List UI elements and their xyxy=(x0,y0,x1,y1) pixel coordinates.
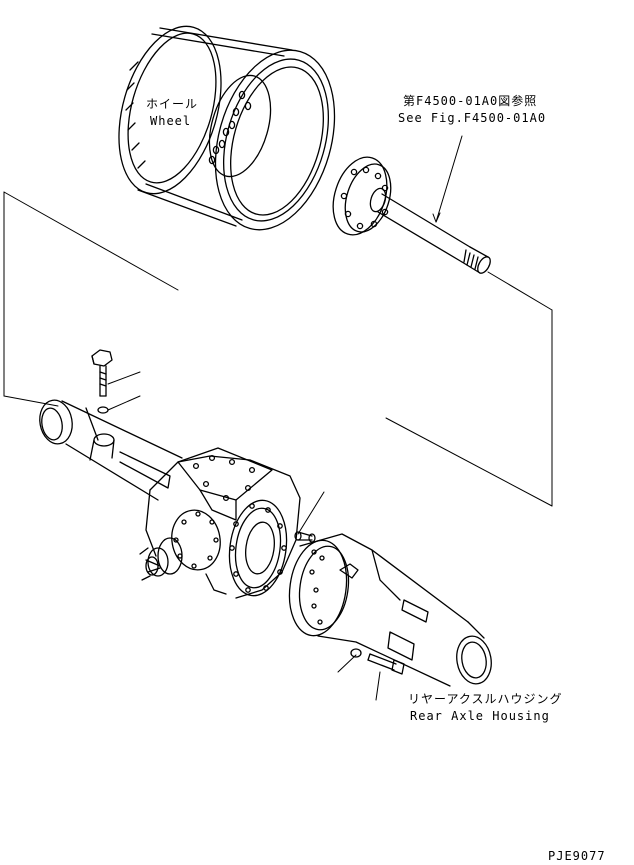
bottom-washer xyxy=(351,649,361,657)
side-flange-bolts xyxy=(174,512,218,568)
left-axle-tube xyxy=(36,398,182,500)
dowel-pin xyxy=(295,532,315,542)
leader-lines xyxy=(108,136,462,700)
housing-bracket xyxy=(402,600,428,622)
flange-bolt-holes xyxy=(341,167,387,228)
drawing-number: PJE9077 xyxy=(548,849,606,863)
housing-pad xyxy=(388,632,414,660)
reference-label-en: See Fig.F4500-01A0 xyxy=(398,111,547,125)
wheel-label-en: Wheel xyxy=(150,114,192,128)
housing-flange-bolts xyxy=(310,550,324,624)
housing-label-jp: リヤーアクスルハウジング xyxy=(408,692,563,706)
bottom-bolt xyxy=(368,654,404,674)
wheel-rim xyxy=(101,14,354,243)
cover-bolts xyxy=(194,456,255,501)
housing-label-en: Rear Axle Housing xyxy=(410,709,550,723)
alignment-plane xyxy=(4,192,552,506)
wheel-label-jp: ホイール xyxy=(146,97,199,111)
differential-carrier xyxy=(140,448,300,599)
vent-boss xyxy=(340,564,358,578)
top-bolt xyxy=(92,350,112,396)
axle-shaft xyxy=(324,150,493,275)
rear-axle-housing xyxy=(284,534,495,687)
wheel-bolt-holes xyxy=(209,91,250,163)
carrier-flange-bolts xyxy=(230,504,286,592)
reference-label-jp: 第F4500-01A0図参照 xyxy=(403,94,538,108)
top-washer xyxy=(98,407,108,413)
